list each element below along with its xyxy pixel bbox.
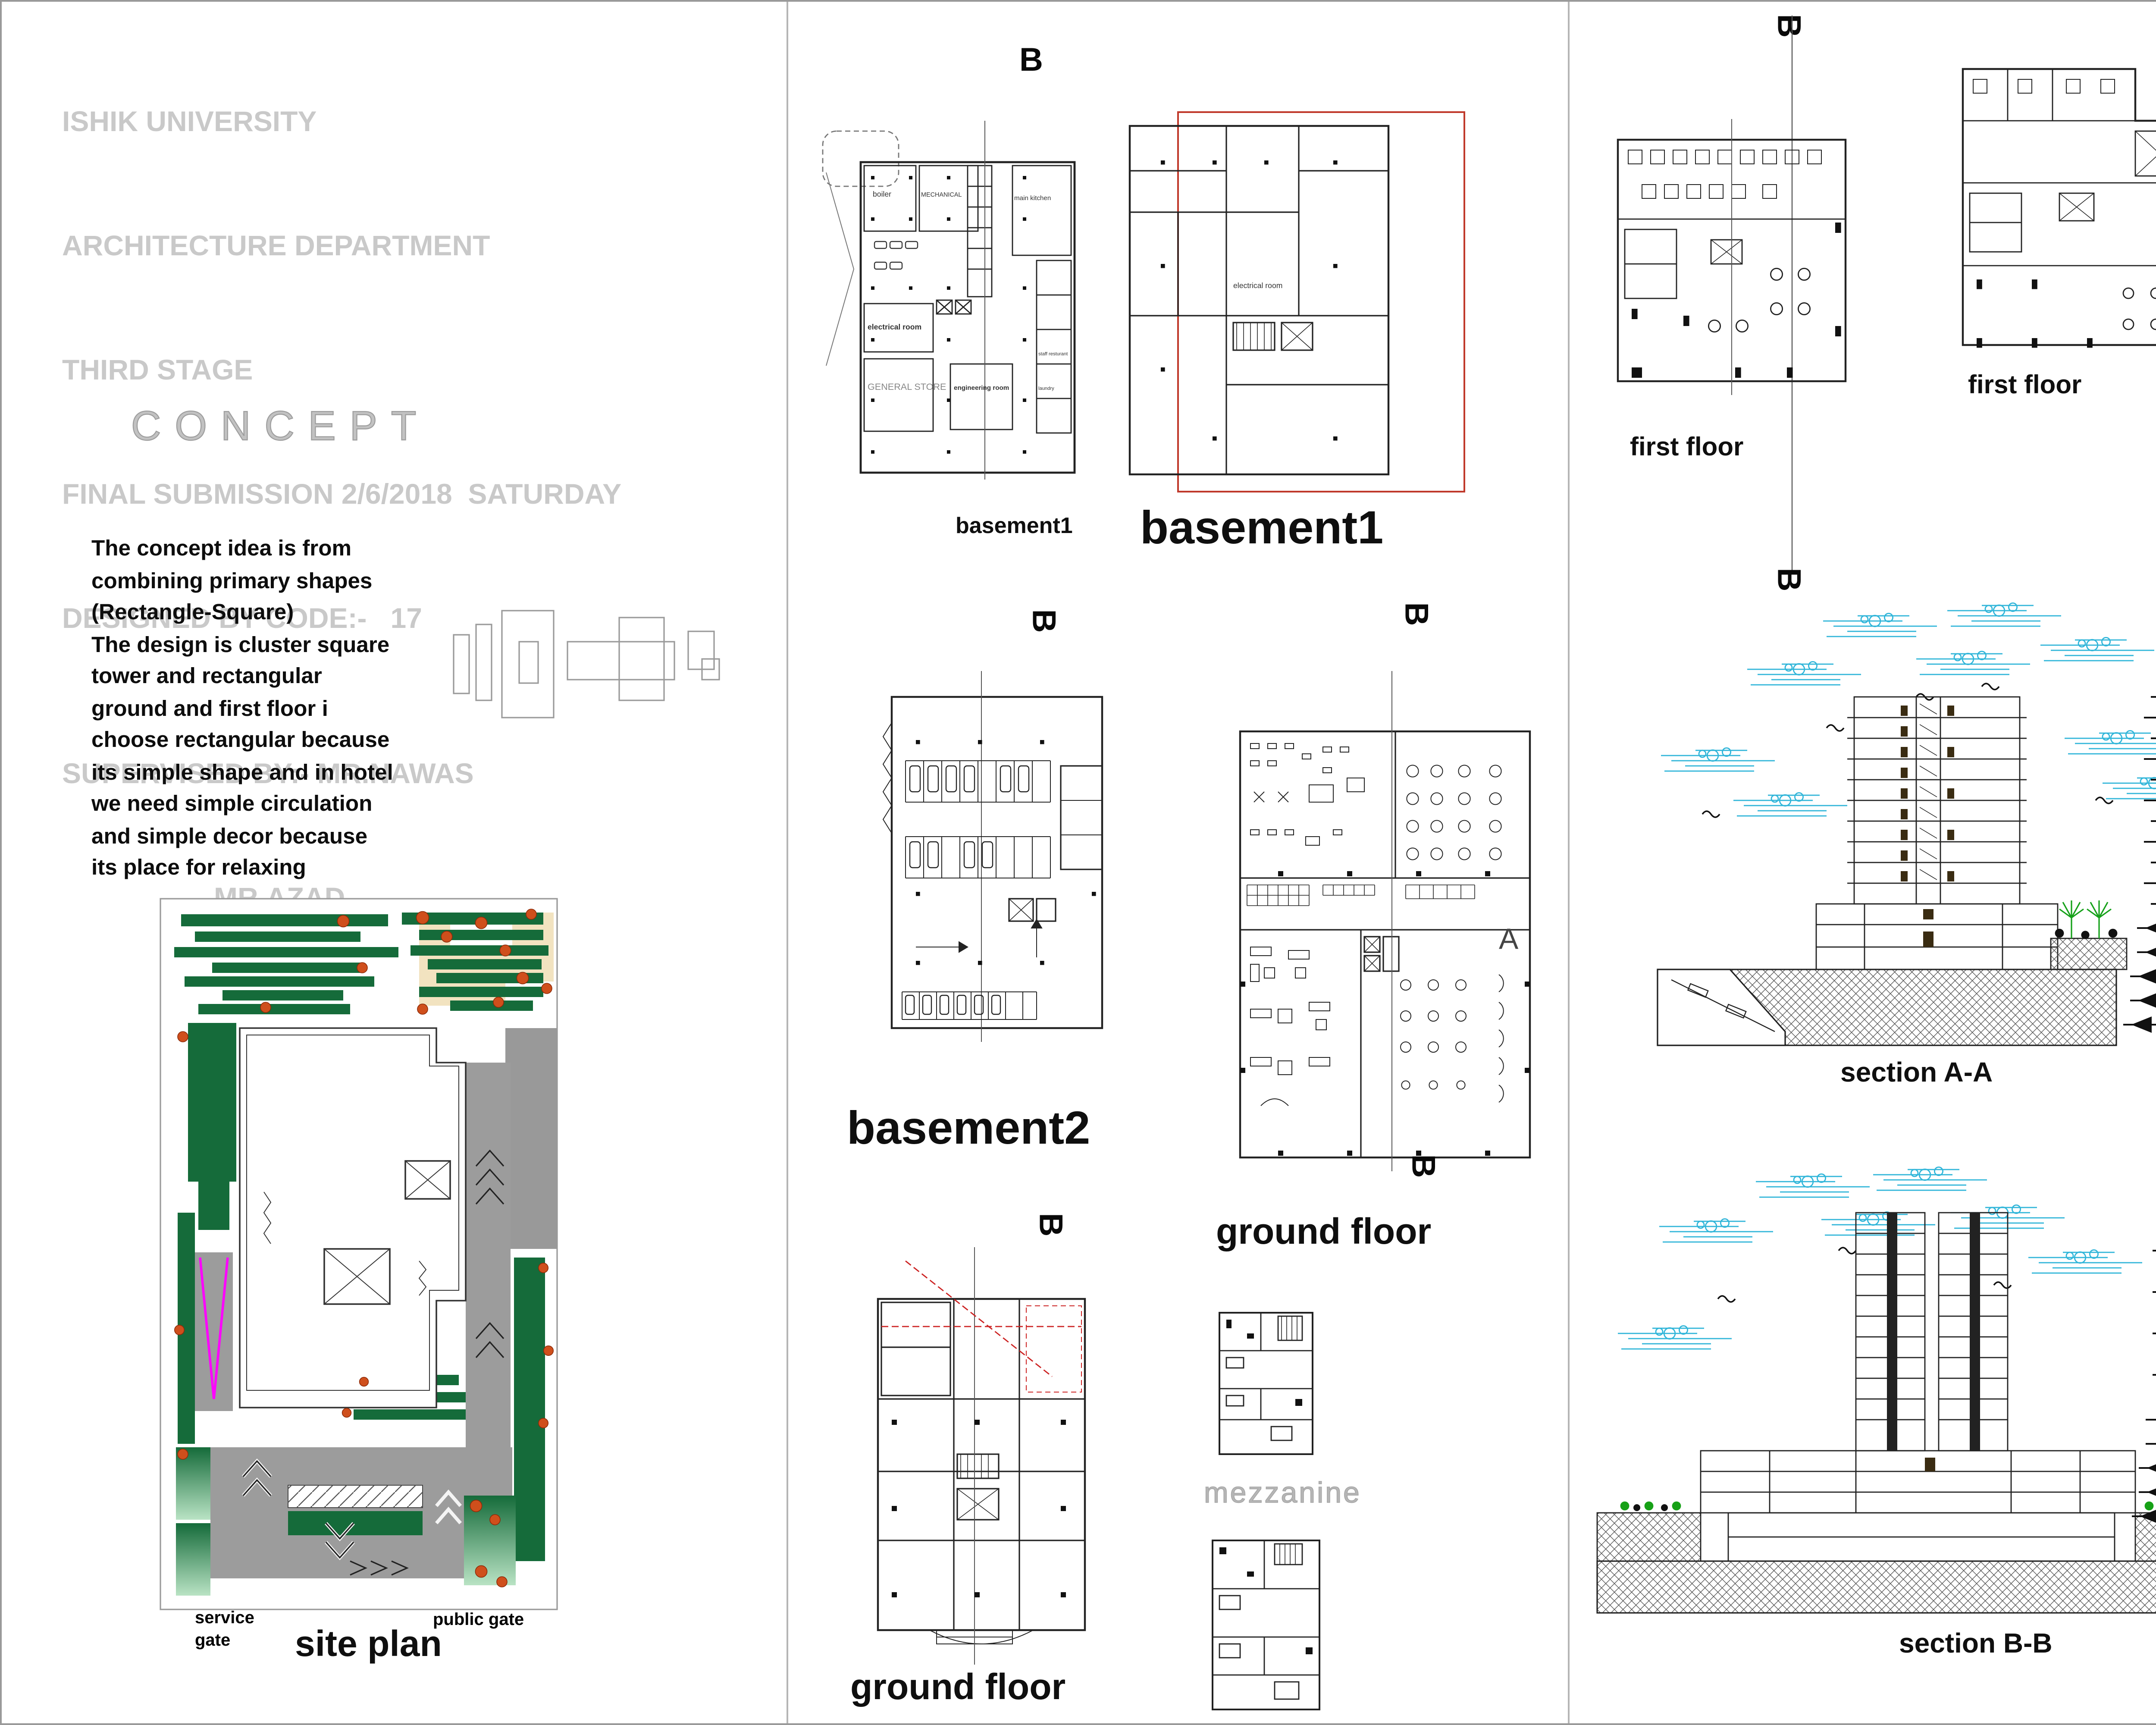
- panel-divider-2: [1568, 2, 1570, 1723]
- basement1-plan: boiler MECHANICAL main kitchen electrica…: [822, 121, 1076, 480]
- site-plan-title: site plan: [295, 1625, 442, 1665]
- concept-paragraph: The concept idea is from combining prima…: [91, 535, 393, 881]
- section-b-marker: B: [1397, 602, 1433, 626]
- basement1-plan-red: electrical room: [1128, 111, 1465, 492]
- room-label: GENERAL STORE: [868, 381, 946, 392]
- submission-date: FINAL SUBMISSION 2/6/2018 SATURDAY: [62, 480, 622, 511]
- section-line: [1791, 16, 1793, 571]
- department: ARCHITECTURE DEPARTMENT: [62, 231, 490, 262]
- mezzanine-plan-lower: [1212, 1540, 1320, 1710]
- public-gate-label: public gate: [433, 1611, 524, 1630]
- section-b-marker: B: [1404, 1154, 1440, 1178]
- section-b-marker: B: [1769, 14, 1806, 38]
- room-label: electrical room: [1233, 281, 1282, 290]
- site-plan-drawing: [160, 898, 558, 1610]
- section-a-marker: A: [1499, 923, 1519, 956]
- title-block: ISHIK UNIVERSITY ARCHITECTURE DEPARTMENT…: [62, 19, 621, 1126]
- section-aa-drawing: [1657, 602, 2156, 1046]
- ramp-marking: [199, 1257, 229, 1399]
- trees: [174, 909, 554, 1587]
- basement1-big-label: basement1: [1140, 502, 1384, 554]
- supervisor-1: SUPERVISED BY:- MR.NAWAS: [62, 759, 474, 790]
- ground-floor-bottom-label: ground floor: [850, 1668, 1066, 1708]
- mezzanine-label: mezzanine: [1203, 1476, 1361, 1510]
- basement1-small-label: basement1: [956, 512, 1073, 538]
- section-b-marker: B: [1769, 568, 1806, 592]
- building-footprint: [239, 1027, 467, 1408]
- concept-sketch: [453, 610, 720, 718]
- room-label: MECHANICAL: [921, 191, 962, 198]
- room-label: staff resturant: [1038, 351, 1068, 357]
- room-label: engineering room: [954, 384, 1009, 392]
- ground-floor-mid-plan: [1239, 671, 1531, 1171]
- service-gate-label: service gate: [195, 1609, 254, 1651]
- concept-title: CONCEPT: [131, 403, 430, 451]
- stage: THIRD STAGE: [62, 355, 253, 386]
- room-label: electrical room: [868, 323, 921, 331]
- first-floor-left-plan: [1617, 119, 1847, 395]
- section-b-marker: B: [1019, 43, 1043, 79]
- traffic-arrows: [242, 1149, 505, 1576]
- university-name: ISHIK UNIVERSITY: [62, 107, 317, 138]
- designer-code: DESIGNED BY CODE:- 17: [62, 604, 422, 635]
- mezzanine-plan-upper: [1219, 1312, 1313, 1455]
- room-label: laundry: [1038, 386, 1054, 391]
- room-label: main kitchen: [1014, 194, 1051, 202]
- section-bb-drawing: [1596, 1166, 2156, 1614]
- room-label: boiler: [873, 190, 891, 198]
- first-floor-left-label: first floor: [1630, 433, 1744, 462]
- ground-floor-mid-label: ground floor: [1216, 1213, 1432, 1252]
- section-b-marker: B: [1031, 1213, 1068, 1237]
- panel-divider-1: [787, 2, 788, 1723]
- first-floor-right-label: first floor: [1968, 371, 2082, 400]
- hedges-top-left: [174, 914, 398, 1444]
- basement2-plan: [882, 671, 1103, 1042]
- ground-floor-bottom-plan: [877, 1247, 1086, 1665]
- basement2-label: basement2: [847, 1102, 1091, 1154]
- section-b-marker: B: [1024, 609, 1061, 633]
- section-bb-label: section B-B: [1899, 1630, 2053, 1659]
- section-aa-label: section A-A: [1840, 1059, 1993, 1088]
- first-floor-right-plan: [1962, 68, 2156, 348]
